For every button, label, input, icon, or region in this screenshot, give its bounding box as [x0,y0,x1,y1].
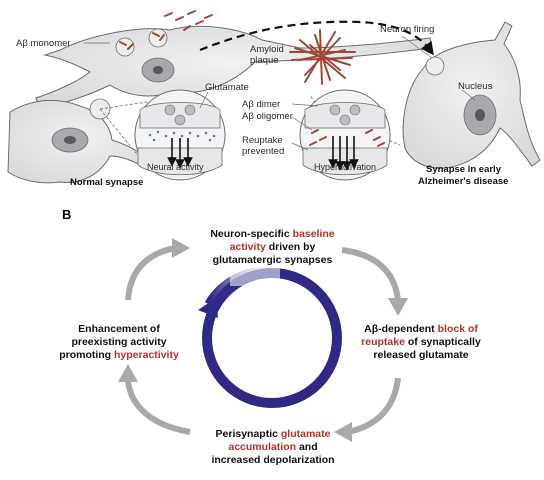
top-post1: driven by [265,241,316,253]
glutamate-dots [148,130,216,142]
panel-b-cycle [118,238,408,442]
top-hl1: baseline [292,228,335,240]
label-early-ad-2: Alzheimer's disease [418,176,509,187]
left-line2: preexisting activity [71,336,167,348]
label-normal-synapse: Normal synapse [70,177,144,188]
left-pre3: promoting [59,349,115,361]
bottom-pre: Perisynaptic [215,428,281,440]
label-neuron-firing: Neuron firing [380,24,435,35]
right-hl1: block of [437,323,478,335]
label-glutamate: Glutamate [205,82,249,93]
cycle-step-top: Neuron-specific baseline activity driven… [190,228,355,267]
top-pre: Neuron-specific [210,228,293,240]
label-nucleus: Nucleus [458,81,493,92]
cycle-step-bottom: Perisynaptic glutamate accumulation and … [188,428,358,467]
left-line1: Enhancement of [78,323,160,335]
cycle-step-left: Enhancement of preexisting activity prom… [44,323,194,362]
label-neural-activity: Neural activity [147,162,204,172]
bottom-hl1: glutamate [280,428,331,440]
right-post2: released glutamate [373,349,469,361]
cycle-ring-arrowhead [198,298,218,318]
amyloid-plaque [289,29,356,85]
bottom-post1: and [296,441,318,453]
arrow-bottom-right [334,377,401,442]
label-abeta-oligomer: Aβ oligomer [242,111,293,122]
right-post1: of synaptically [404,336,481,348]
label-reuptake: Reuptake [242,135,283,146]
bottom-post2: increased depolarization [211,454,335,466]
right-pre: Aβ-dependent [364,323,438,335]
label-plaque: plaque [250,55,279,66]
arrow-bottom-left [118,364,191,435]
label-hyperactivation: Hyperactivation [314,162,377,172]
panel-b-letter: B [62,207,72,222]
abeta-monomers [119,10,213,50]
arrow-top-right [341,247,408,316]
label-abeta-monomer: Aβ monomer [16,38,71,49]
neuron-firing-arrow [199,20,434,56]
neuron-upper-left [35,25,433,109]
label-abeta-dimer: Aβ dimer [242,99,281,110]
label-prevented: prevented [242,146,285,157]
top-hl2: activity [229,241,266,253]
label-amyloid: Amyloid [250,44,284,55]
label-early-ad-1: Synapse in early [426,164,501,175]
cycle-step-right: Aβ-dependent block of reuptake of synapt… [346,323,496,362]
panel-a-illustration [7,10,541,184]
left-hl3: hyperactivity [114,349,179,361]
arrow-top-left [125,238,190,301]
right-hl2: reuptake [361,336,405,348]
bottom-hl2: accumulation [228,441,297,453]
top-post2: glutamatergic synapses [212,254,333,266]
